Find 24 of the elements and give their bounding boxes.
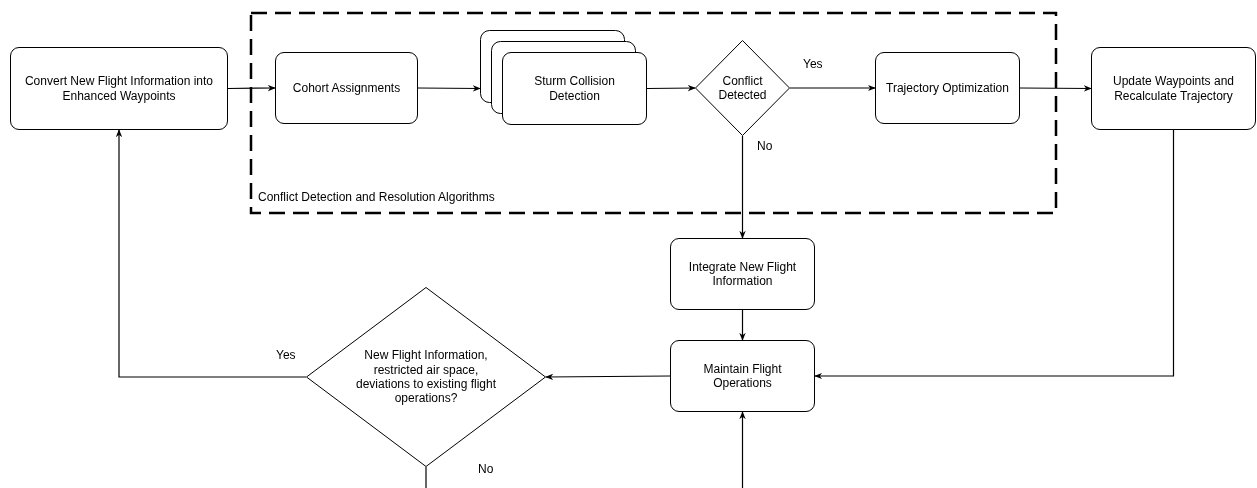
arrow bbox=[739, 135, 746, 239]
group-label: Conflict Detection and Resolution Algorithms bbox=[258, 189, 495, 204]
arrow bbox=[646, 84, 696, 92]
dashed-group-box bbox=[250, 12, 1057, 214]
process-box: Integrate New Flight Information bbox=[670, 238, 815, 310]
process-box: Convert New Flight Information into Enhanced Waypoints bbox=[10, 47, 228, 130]
decision-diamond: Conflict Detected bbox=[695, 40, 790, 136]
process-box: Trajectory Optimization bbox=[875, 52, 1020, 124]
edge-label: Yes bbox=[803, 57, 823, 72]
arrow bbox=[1019, 85, 1092, 92]
line bbox=[425, 466, 427, 488]
process-box: Maintain Flight Operations bbox=[670, 340, 815, 412]
arrow bbox=[545, 373, 671, 381]
edge-label: Yes bbox=[276, 348, 296, 363]
arrow bbox=[739, 309, 746, 341]
arrow bbox=[789, 84, 876, 92]
edge-label: No bbox=[757, 139, 773, 154]
process-box: Update Waypoints and Recalculate Trajectory bbox=[1091, 47, 1256, 130]
arrow bbox=[227, 84, 276, 92]
arrow bbox=[739, 411, 746, 488]
arrow bbox=[814, 129, 1175, 380]
process-box: Cohort Assignments bbox=[275, 52, 418, 124]
arrow bbox=[115, 129, 307, 378]
arrow bbox=[417, 85, 481, 92]
